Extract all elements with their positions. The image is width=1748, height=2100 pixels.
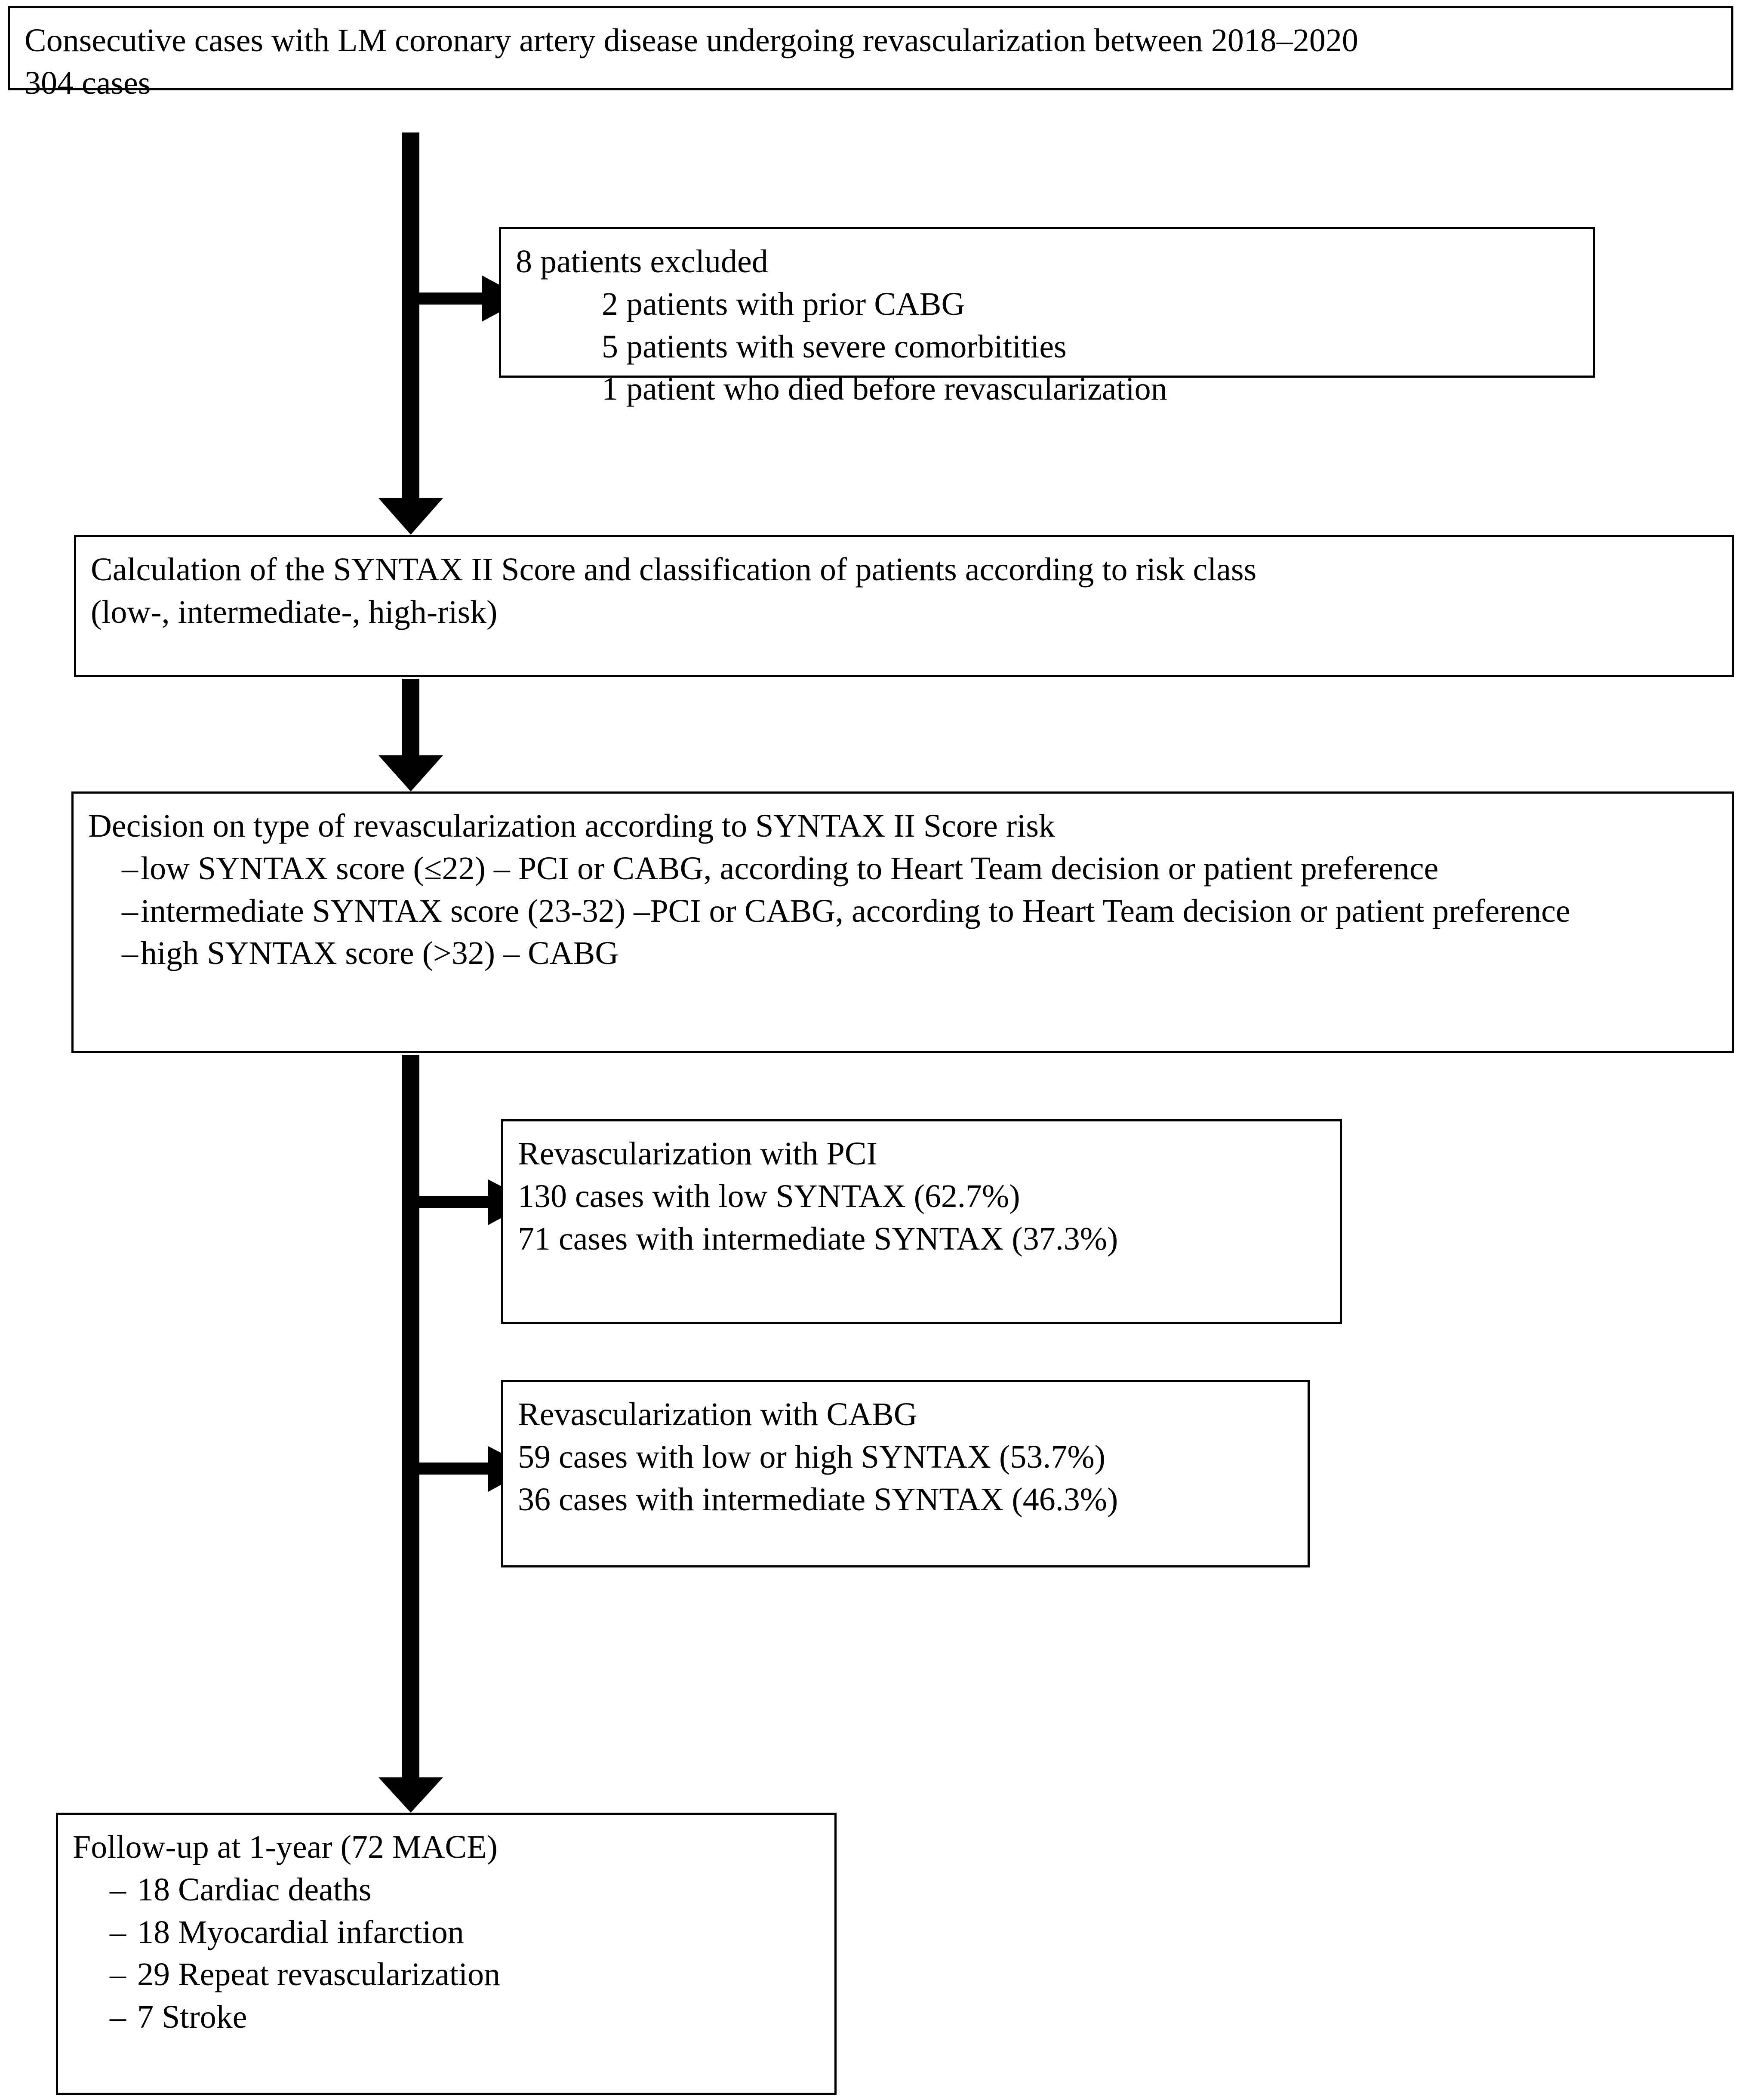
dash-bullet-icon: – <box>122 850 138 887</box>
node-revascularization-cabg: Revascularization with CABG 59 cases wit… <box>501 1380 1310 1567</box>
excluded-heading: 8 patients excluded <box>516 243 768 280</box>
arrow-syntax-to-decision <box>379 679 443 791</box>
decision-bullet-text: intermediate SYNTAX score (23-32) –PCI o… <box>141 893 1570 929</box>
dash-bullet-icon: – <box>110 1956 126 1993</box>
decision-heading: Decision on type of revascularization ac… <box>88 808 1055 844</box>
node-excluded-patients: 8 patients excluded 2 patients with prio… <box>499 227 1595 407</box>
dash-bullet-icon: – <box>122 935 138 972</box>
cabg-heading: Revascularization with CABG <box>518 1396 917 1432</box>
followup-bullet-row: – 18 Myocardial infarction <box>73 1911 822 1954</box>
node-revascularization-pci: Revascularization with PCI 130 cases wit… <box>501 1119 1342 1324</box>
node-syntax-score-calculation: Calculation of the SYNTAX II Score and c… <box>74 535 1734 677</box>
dash-bullet-icon: – <box>122 893 138 929</box>
arrow-cohort-to-syntax <box>379 132 443 535</box>
cohort-line-1: Consecutive cases with LM coronary arter… <box>25 22 1358 59</box>
decision-bullet-row: – intermediate SYNTAX score (23-32) –PCI… <box>88 890 1719 933</box>
cabg-line-3: 36 cases with intermediate SYNTAX (46.3%… <box>518 1481 1118 1518</box>
pci-line-2: 130 cases with low SYNTAX (62.7%) <box>518 1178 1020 1214</box>
dash-bullet-icon: – <box>110 1914 126 1950</box>
node-followup-outcomes: Follow-up at 1-year (72 MACE) – 18 Cardi… <box>56 1813 837 2095</box>
followup-bullet-row: – 18 Cardiac deaths <box>73 1869 822 1911</box>
cabg-line-2: 59 cases with low or high SYNTAX (53.7%) <box>518 1438 1105 1475</box>
followup-bullet-row: – 29 Repeat revascularization <box>73 1953 822 1996</box>
node-cohort: Consecutive cases with LM coronary arter… <box>8 6 1733 101</box>
followup-bullet-text: 29 Repeat revascularization <box>137 1956 501 1993</box>
excluded-item: 5 patients with severe comorbitities <box>602 328 1067 365</box>
syntax-calc-line-2: (low-, intermediate-, high-risk) <box>91 594 498 630</box>
followup-heading: Follow-up at 1-year (72 MACE) <box>73 1829 498 1865</box>
cohort-line-2: 304 cases <box>25 65 151 101</box>
followup-bullet-row: – 7 Stroke <box>73 1996 822 2038</box>
pci-line-3: 71 cases with intermediate SYNTAX (37.3%… <box>518 1220 1118 1257</box>
node-revascularization-decision: Decision on type of revascularization ac… <box>71 791 1734 1053</box>
dash-bullet-icon: – <box>110 1999 126 2035</box>
followup-bullet-text: 7 Stroke <box>137 1999 247 2035</box>
decision-bullet-text: high SYNTAX score (>32) – CABG <box>141 935 619 972</box>
arrow-decision-to-followup <box>379 1055 443 1813</box>
followup-bullet-text: 18 Cardiac deaths <box>137 1871 372 1908</box>
dash-bullet-icon: – <box>110 1871 126 1908</box>
syntax-calc-line-1: Calculation of the SYNTAX II Score and c… <box>91 551 1257 588</box>
excluded-item: 1 patient who died before revascularizat… <box>602 371 1167 407</box>
excluded-item: 2 patients with prior CABG <box>602 286 965 322</box>
decision-bullet-text: low SYNTAX score (≤22) – PCI or CABG, ac… <box>141 850 1439 887</box>
pci-heading: Revascularization with PCI <box>518 1136 877 1172</box>
decision-bullet-row: – high SYNTAX score (>32) – CABG <box>88 932 1719 975</box>
followup-bullet-text: 18 Myocardial infarction <box>137 1914 464 1950</box>
decision-bullet-row: – low SYNTAX score (≤22) – PCI or CABG, … <box>88 847 1719 890</box>
